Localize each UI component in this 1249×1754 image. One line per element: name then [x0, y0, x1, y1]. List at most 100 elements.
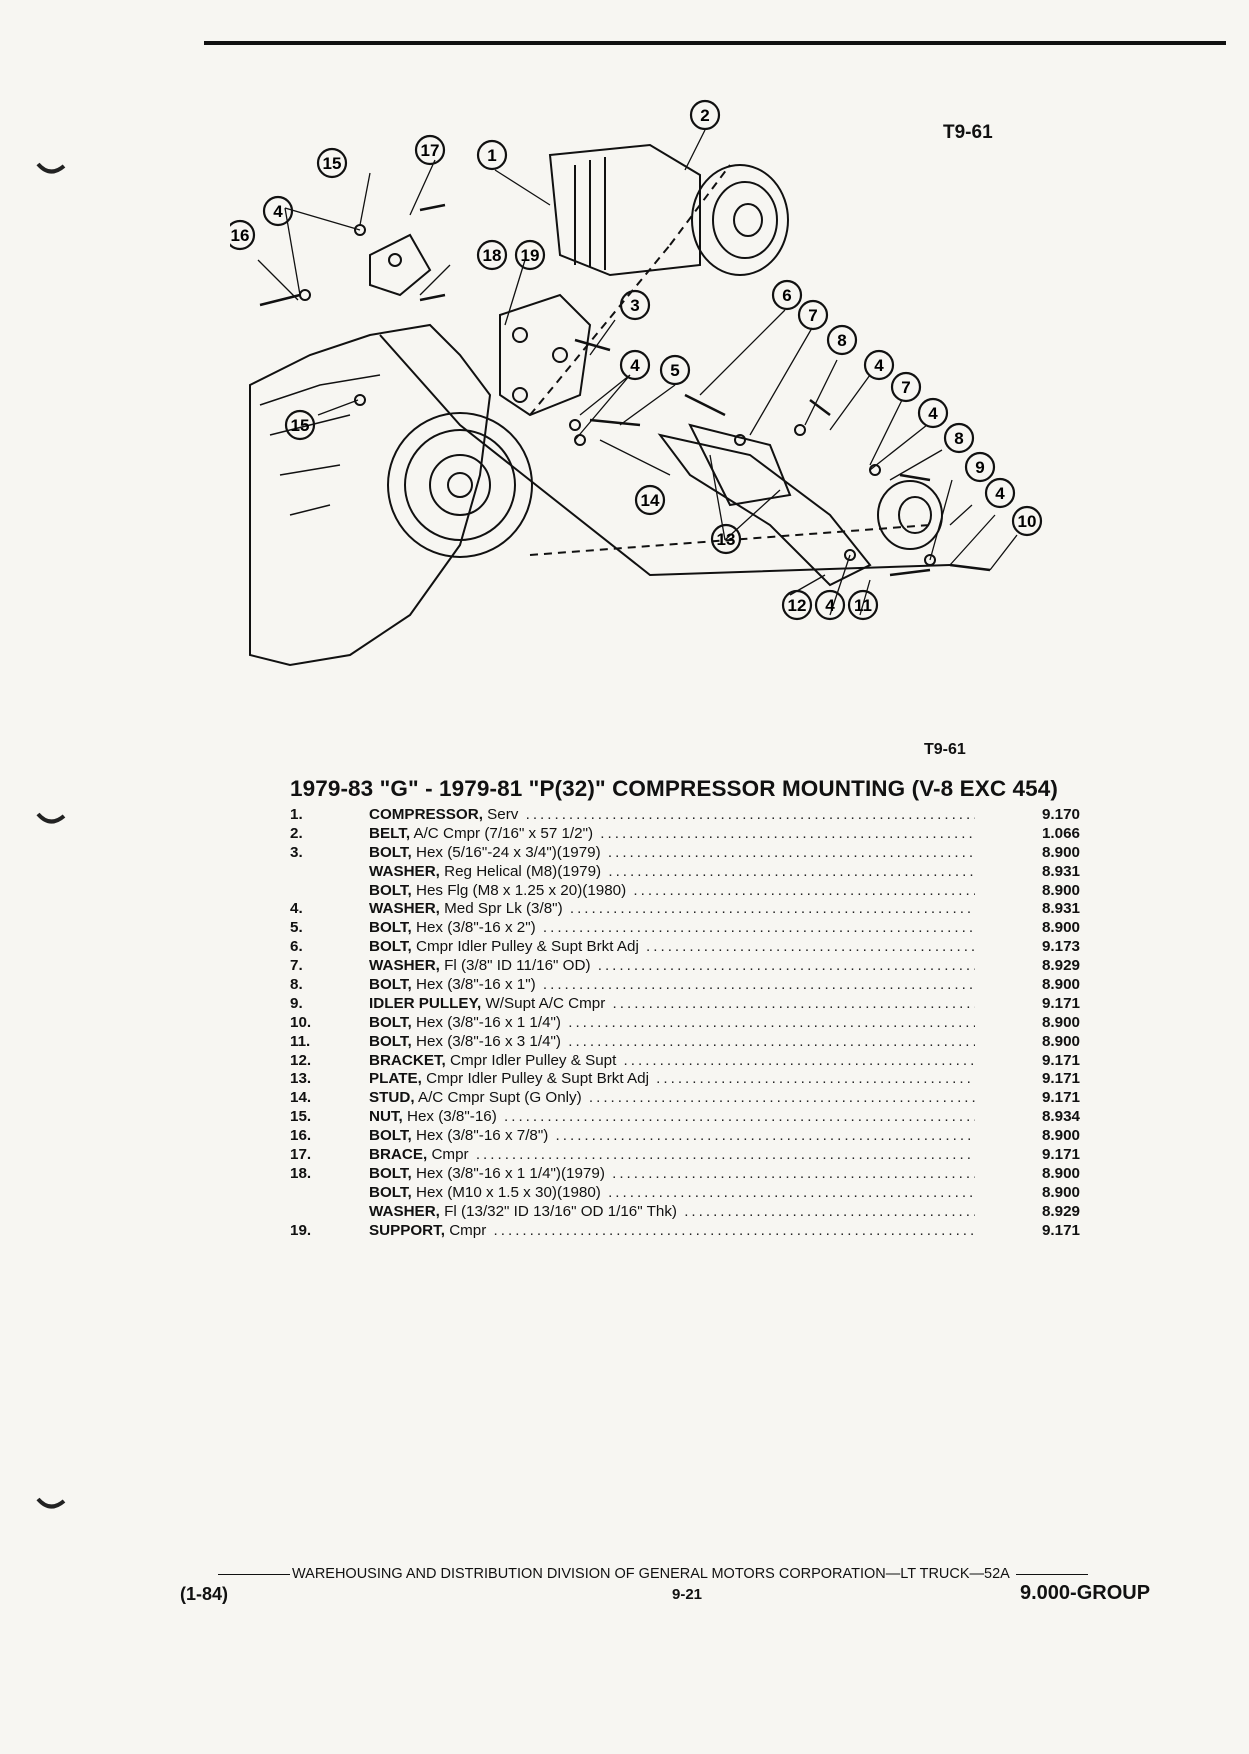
dot-leader: ........................................… — [633, 881, 975, 899]
parts-list-row: WASHER, Reg Helical (M8)(1979) .........… — [290, 863, 1080, 882]
dot-leader: ........................................… — [684, 1202, 975, 1220]
dot-leader: ........................................… — [608, 862, 975, 880]
part-desc-text: Hex (3/8"-16 x 1 1/4")(1979) — [415, 1164, 605, 1182]
callout-12: 12 — [788, 596, 807, 615]
part-name: BOLT, — [369, 881, 412, 899]
part-desc-text: Hex (3/8"-16 x 1 1/4") — [415, 1013, 561, 1031]
part-group-number: 9.173 — [1041, 938, 1080, 956]
part-desc-text: Cmpr Idler Pulley & Supt Brkt Adj — [415, 938, 639, 956]
engine-block — [249, 323, 492, 667]
part-desc-text: W/Supt A/C Cmpr — [485, 994, 606, 1012]
top-rule — [204, 41, 1226, 45]
compressor-brace — [369, 233, 432, 297]
part-description: BOLT, Hex (3/8"-16 x 1 1/4") ...........… — [369, 1014, 975, 1033]
part-name: COMPRESSOR, — [369, 806, 483, 823]
part-group-number: 9.171 — [1041, 994, 1080, 1012]
parts-list-row: 13.PLATE, Cmpr Idler Pulley & Supt Brkt … — [290, 1070, 1080, 1089]
part-name: BOLT, — [369, 938, 412, 956]
callout-14: 14 — [641, 491, 660, 510]
part-name: BOLT, — [369, 1013, 412, 1031]
part-group-number: 8.900 — [1041, 1183, 1080, 1201]
part-number: 4. — [290, 900, 303, 918]
callout-4: 4 — [630, 356, 640, 375]
part-name: PLATE, — [369, 1070, 422, 1088]
callout-4: 4 — [995, 484, 1005, 503]
part-desc-text: A/C Cmpr Supt (G Only) — [417, 1089, 582, 1107]
compressor-clutch — [691, 164, 789, 276]
part-description: BOLT, Hex (M10 x 1.5 x 30)(1980) .......… — [369, 1184, 975, 1203]
part-number: 16. — [290, 1127, 312, 1145]
compressor-support — [499, 293, 592, 417]
part-group-number: 8.929 — [1041, 957, 1080, 975]
exploded-view-diagram: 1 2 3 4 4 5 6 7 8 4 7 4 8 9 4 10 12 4 11… — [230, 99, 1043, 667]
part-group-number: 9.171 — [1041, 1089, 1080, 1107]
part-desc-text: Cmpr — [449, 1221, 487, 1239]
callout-8: 8 — [954, 429, 963, 448]
part-name: BOLT, — [369, 1164, 412, 1182]
part-description: WASHER, Fl (3/8" ID 11/16" OD) .........… — [369, 957, 975, 976]
parts-list-row: 15.NUT, Hex (3/8"-16) ..................… — [290, 1108, 1080, 1127]
parts-list-row: 5.BOLT, Hex (3/8"-16 x 2") .............… — [290, 919, 1080, 938]
parts-list-row: 8.BOLT, Hex (3/8"-16 x 1") .............… — [290, 976, 1080, 995]
part-description: STUD, A/C Cmpr Supt (G Only) ...........… — [369, 1089, 975, 1108]
part-number: 14. — [290, 1089, 312, 1107]
part-number: 11. — [290, 1032, 311, 1050]
figure-code-top: T9-61 — [943, 122, 993, 143]
part-group-number: 8.934 — [1041, 1108, 1080, 1126]
part-name: BOLT, — [369, 1032, 412, 1050]
callout-11: 11 — [854, 596, 872, 615]
part-group-number: 9.170 — [1041, 806, 1080, 823]
part-number: 13. — [290, 1070, 312, 1088]
callout-7: 7 — [808, 306, 817, 325]
parts-list: 1.COMPRESSOR, Serv .....................… — [290, 806, 1080, 1240]
callout-5: 5 — [670, 361, 679, 380]
parts-list-row: 18.BOLT, Hex (3/8"-16 x 1 1/4")(1979) ..… — [290, 1165, 1080, 1184]
part-description: BOLT, Hes Flg (M8 x 1.25 x 20)(1980) ...… — [369, 882, 975, 901]
dot-leader: ........................................… — [542, 976, 975, 994]
part-name: WASHER, — [369, 957, 440, 975]
dot-leader: ........................................… — [588, 1089, 975, 1107]
crank-pulley — [387, 412, 533, 558]
part-name: STUD, — [369, 1089, 415, 1107]
part-desc-text: Cmpr — [431, 1146, 469, 1164]
part-description: WASHER, Fl (13/32" ID 13/16" OD 1/16" Th… — [369, 1203, 975, 1222]
part-description: BOLT, Hex (3/8"-16 x 3 1/4") ...........… — [369, 1033, 975, 1052]
dot-leader: ........................................… — [612, 994, 975, 1012]
part-name: BOLT, — [369, 1183, 412, 1201]
part-number: 7. — [290, 957, 303, 975]
footer-date-code: (1-84) — [180, 1584, 229, 1604]
parts-list-row: 11. BOLT, Hex (3/8"-16 x 3 1/4") ........… — [290, 1033, 1080, 1052]
dot-leader: ........................................… — [542, 919, 975, 937]
part-desc-text: Hex (3/8"-16 x 2") — [415, 919, 536, 937]
part-description: COMPRESSOR, Serv .......................… — [369, 806, 975, 825]
dot-leader: ........................................… — [646, 938, 975, 956]
callout-1: 1 — [487, 146, 496, 165]
part-group-number: 9.171 — [1041, 1051, 1080, 1069]
callout-15: 15 — [291, 416, 310, 435]
callout-3: 3 — [630, 296, 639, 315]
part-desc-text: Fl (3/8" ID 11/16" OD) — [444, 957, 591, 975]
part-number: 5. — [290, 919, 303, 937]
parts-list-row: 12.BRACKET, Cmpr Idler Pulley & Supt ...… — [290, 1052, 1080, 1071]
part-description: BRACE, Cmpr ............................… — [369, 1146, 975, 1165]
parts-list-row: 14. STUD, A/C Cmpr Supt (G Only) ........… — [290, 1089, 1080, 1108]
part-description: BRACKET, Cmpr Idler Pulley & Supt ......… — [369, 1052, 975, 1071]
part-name: SUPPORT, — [369, 1221, 445, 1239]
part-desc-text: Serv — [487, 806, 519, 823]
footer-division-text: WAREHOUSING AND DISTRIBUTION DIVISION OF… — [292, 1566, 1010, 1582]
callout-8: 8 — [837, 331, 846, 350]
parts-list-row: 3.BOLT, Hex (5/16"-24 x 3/4")(1979) ....… — [290, 844, 1080, 863]
callout-7: 7 — [901, 378, 910, 397]
part-desc-text: Hex (3/8"-16) — [406, 1108, 497, 1126]
part-group-number: 1.066 — [1041, 824, 1080, 842]
part-desc-text: Hex (5/16"-24 x 3/4")(1979) — [415, 843, 601, 861]
callout-17: 17 — [421, 141, 440, 160]
part-group-number: 9.171 — [1041, 1146, 1080, 1164]
callout-2: 2 — [700, 106, 709, 125]
dot-leader: ........................................… — [504, 1108, 975, 1126]
dot-leader: ........................................… — [608, 1183, 975, 1201]
callout-4: 4 — [928, 404, 938, 423]
callout-19: 19 — [521, 246, 540, 265]
part-desc-text: Hes Flg (M8 x 1.25 x 20)(1980) — [415, 881, 627, 899]
part-description: BOLT, Hex (3/8"-16 x 7/8") .............… — [369, 1127, 975, 1146]
